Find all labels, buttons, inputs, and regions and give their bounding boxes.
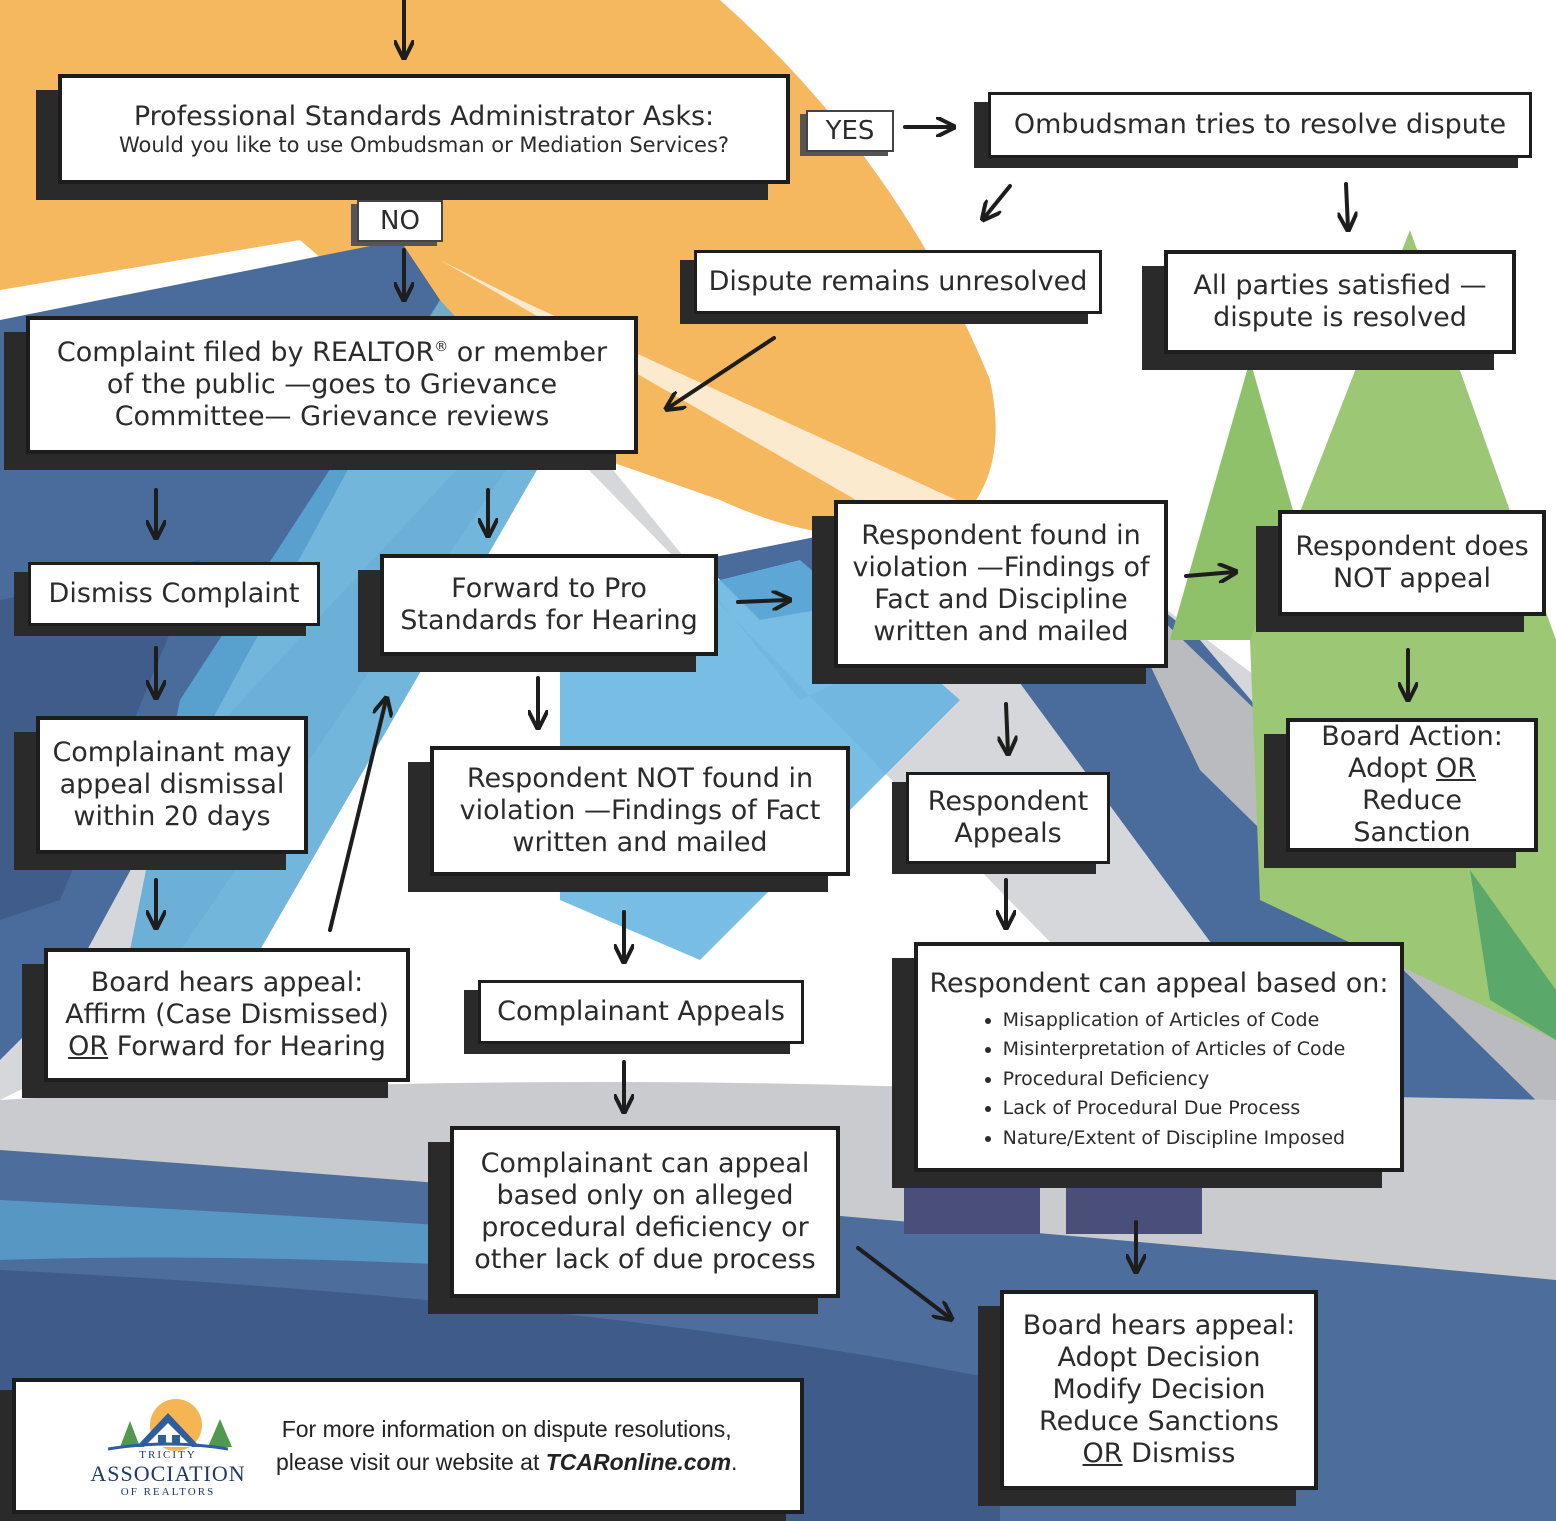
board-appeal-2-line1: Board hears appeal: bbox=[1022, 1310, 1296, 1342]
psa-line2: Would you like to use Ombudsman or Media… bbox=[118, 132, 730, 157]
violation-text: Respondent found in violation —Findings … bbox=[852, 520, 1150, 647]
info-line1: For more information on dispute resoluti… bbox=[281, 1415, 732, 1442]
board-appeal-1-box: Board hears appeal: Affirm (Case Dismiss… bbox=[44, 948, 410, 1082]
complaint-pre: Complaint filed by REALTOR bbox=[56, 337, 435, 369]
board-action-line1: Board Action: bbox=[1321, 721, 1503, 753]
complaint-text: Complaint filed by REALTOR® or member of… bbox=[40, 337, 624, 433]
tricity-logo: TRICITY ASSOCIATION OF REALTORS bbox=[78, 1391, 258, 1501]
board-action-line3: Reduce Sanction bbox=[1353, 785, 1471, 848]
info-line2: please visit our website at TCARonline.c… bbox=[276, 1446, 737, 1479]
board-action-adopt: Adopt bbox=[1348, 753, 1436, 785]
no-appeal-text: Respondent does NOT appeal bbox=[1295, 531, 1529, 594]
complaint-post: or member of the public —goes to Grievan… bbox=[106, 337, 608, 432]
complainant-appeals-box: Complainant Appeals bbox=[478, 980, 804, 1044]
may-appeal-box: Complainant may appeal dismissal within … bbox=[36, 716, 308, 854]
info-text: For more information on dispute resoluti… bbox=[276, 1413, 737, 1480]
not-violation-text: Respondent NOT found in violation —Findi… bbox=[459, 763, 821, 858]
logo-association: ASSOCIATION bbox=[90, 1461, 246, 1486]
complaint-box: Complaint filed by REALTOR® or member of… bbox=[26, 316, 638, 454]
ombudsman-text: Ombudsman tries to resolve dispute bbox=[1013, 109, 1507, 141]
house-logo-icon bbox=[107, 1399, 232, 1451]
satisfied-text: All parties satisfied — dispute is resol… bbox=[1193, 270, 1487, 333]
info-box: TRICITY ASSOCIATION OF REALTORS For more… bbox=[12, 1378, 804, 1514]
unresolved-text: Dispute remains unresolved bbox=[708, 266, 1088, 298]
board-appeal-2-line4: Reduce Sanctions bbox=[1039, 1405, 1279, 1437]
board-appeal-1-line1: Board hears appeal: bbox=[90, 967, 364, 999]
may-appeal-text: Complainant may appeal dismissal within … bbox=[52, 737, 292, 832]
complainant-basis-text: Complainant can appeal based only on all… bbox=[474, 1148, 816, 1275]
dismiss-text: Dismiss Complaint bbox=[48, 578, 300, 610]
complainant-appeals-text: Complainant Appeals bbox=[497, 996, 785, 1028]
board-action-line2: Adopt OR bbox=[1348, 753, 1476, 785]
board-appeal-1-line3: OR Forward for Hearing bbox=[68, 1031, 386, 1063]
info-line2-a: please visit our website at bbox=[276, 1449, 546, 1475]
basis-item: Procedural Deficiency bbox=[1003, 1065, 1346, 1094]
respondent-basis-box: Respondent can appeal based on: Misappli… bbox=[914, 942, 1404, 1172]
basis-item: Lack of Procedural Due Process bbox=[1003, 1094, 1346, 1123]
dismiss-complaint-box: Dismiss Complaint bbox=[28, 562, 320, 626]
psa-line1: Professional Standards Administrator Ask… bbox=[133, 100, 715, 132]
no-appeal-box: Respondent does NOT appeal bbox=[1278, 510, 1546, 616]
board-appeal-1-or: OR bbox=[68, 1030, 109, 1062]
respondent-appeals-box: Respondent Appeals bbox=[906, 772, 1110, 864]
yes-label: YES bbox=[806, 110, 894, 152]
satisfied-box: All parties satisfied — dispute is resol… bbox=[1164, 250, 1516, 354]
forward-hearing-box: Forward to Pro Standards for Hearing bbox=[380, 554, 718, 656]
board-action-box: Board Action: Adopt OR Reduce Sanction bbox=[1286, 718, 1538, 852]
info-line2-b: . bbox=[731, 1449, 738, 1475]
board-appeal-2-line3: Modify Decision bbox=[1052, 1374, 1266, 1406]
ombudsman-box: Ombudsman tries to resolve dispute bbox=[988, 92, 1532, 158]
logo-tricity: TRICITY bbox=[139, 1449, 197, 1461]
board-appeal-2-line2: Adopt Decision bbox=[1057, 1342, 1261, 1374]
board-appeal-1-forward: Forward for Hearing bbox=[108, 1030, 386, 1062]
psa-question-box: Professional Standards Administrator Ask… bbox=[58, 74, 790, 184]
complainant-basis-box: Complainant can appeal based only on all… bbox=[450, 1126, 840, 1298]
board-appeal-2-box: Board hears appeal: Adopt Decision Modif… bbox=[1000, 1290, 1318, 1490]
respondent-basis-list: Misapplication of Articles of Code Misin… bbox=[973, 1006, 1346, 1153]
basis-item: Nature/Extent of Discipline Imposed bbox=[1003, 1124, 1346, 1153]
board-appeal-2-line5: OR Dismiss bbox=[1083, 1438, 1236, 1470]
forward-text: Forward to Pro Standards for Hearing bbox=[400, 573, 698, 636]
board-appeal-2-dismiss: Dismiss bbox=[1122, 1437, 1236, 1469]
no-label: NO bbox=[357, 200, 443, 242]
not-violation-box: Respondent NOT found in violation —Findi… bbox=[430, 746, 850, 876]
respondent-appeals-text: Respondent Appeals bbox=[927, 786, 1089, 849]
board-appeal-2-or: OR bbox=[1082, 1437, 1123, 1469]
registered-mark: ® bbox=[434, 339, 449, 356]
board-appeal-1-line2: Affirm (Case Dismissed) bbox=[65, 999, 389, 1031]
basis-item: Misapplication of Articles of Code bbox=[1003, 1006, 1346, 1035]
website-link[interactable]: TCARonline.com bbox=[545, 1449, 732, 1475]
logo-realtors: OF REALTORS bbox=[120, 1486, 216, 1498]
board-action-or: OR bbox=[1435, 753, 1476, 785]
unresolved-box: Dispute remains unresolved bbox=[694, 250, 1102, 314]
basis-item: Misinterpretation of Articles of Code bbox=[1003, 1035, 1346, 1064]
violation-box: Respondent found in violation —Findings … bbox=[834, 500, 1168, 668]
tree-dark bbox=[1470, 870, 1556, 1040]
respondent-basis-title: Respondent can appeal based on: bbox=[929, 968, 1389, 999]
